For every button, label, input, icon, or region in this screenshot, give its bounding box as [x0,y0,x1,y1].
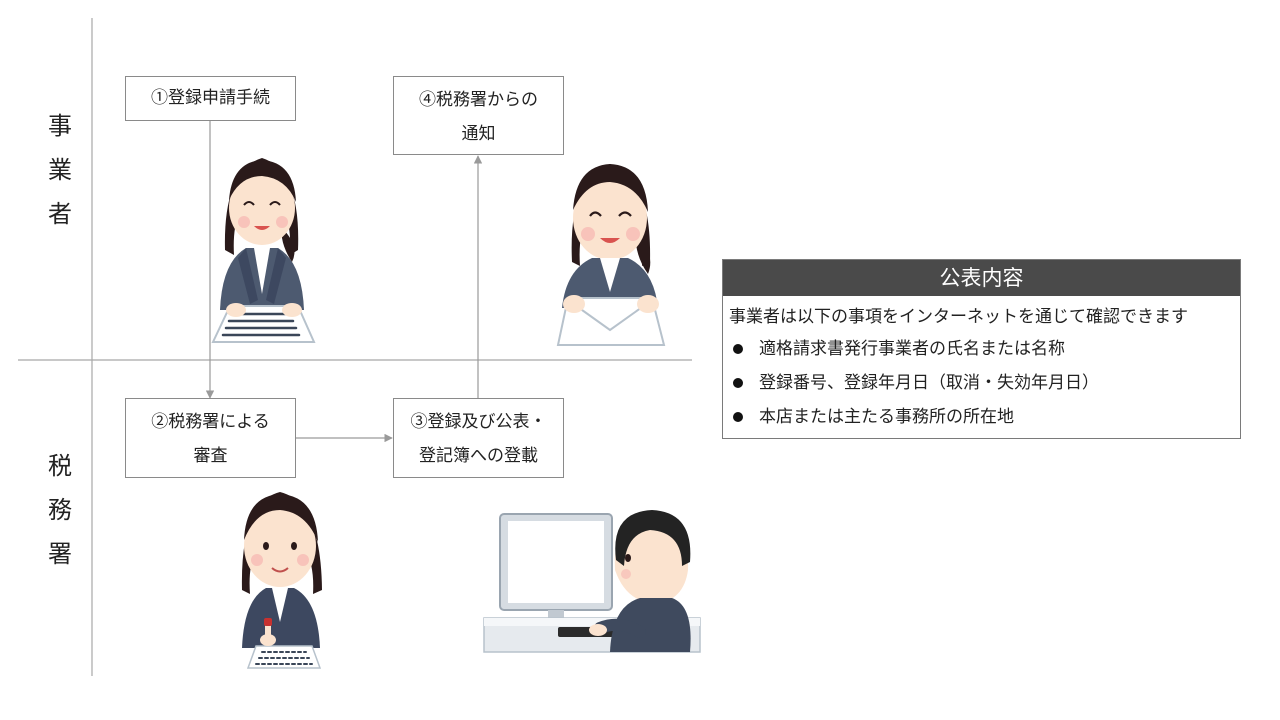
lane-char: 者 [48,200,72,228]
step-3-box: ③登録及び公表・ 登記簿への登載 [393,398,564,478]
disclosure-panel-title: 公表内容 [723,260,1240,296]
man-at-computer-icon [483,510,701,653]
list-item: 登録番号、登録年月日（取消・失効年月日） [729,366,1240,400]
list-item: 適格請求書発行事業者の氏名または名称 [729,332,1240,366]
lane-char: 税 [48,452,72,480]
lane-label-business: 事 業 者 [40,104,80,236]
disclosure-items: 適格請求書発行事業者の氏名または名称 登録番号、登録年月日（取消・失効年月日） … [729,332,1240,434]
step-2-line-1: ②税務署による [151,412,270,432]
lane-char: 署 [48,540,72,568]
bullet-icon [733,344,743,354]
step-3-line-1: ③登録及び公表・ [410,412,547,432]
step-4-line-2: 通知 [461,124,496,144]
woman-holding-envelope-icon [556,164,666,346]
list-item-text: 登録番号、登録年月日（取消・失効年月日） [759,373,1099,393]
step-1-box: ①登録申請手続 [125,76,296,121]
bullet-icon [733,378,743,388]
step-2-line-2: 審査 [193,446,228,466]
list-item-text: 適格請求書発行事業者の氏名または名称 [759,339,1065,359]
step-3-line-2: 登記簿への登載 [419,446,538,466]
woman-stamping-document-icon [241,492,322,669]
step-4-box: ④税務署からの 通知 [393,76,564,155]
lane-label-tax-office: 税 務 署 [40,444,80,576]
step-2-box: ②税務署による 審査 [125,398,296,478]
bullet-icon [733,412,743,422]
lane-char: 事 [48,112,72,140]
list-item: 本店または主たる事務所の所在地 [729,400,1240,434]
lane-char: 務 [48,496,72,524]
disclosure-intro: 事業者は以下の事項をインターネットを通じて確認できます [729,307,1188,327]
disclosure-panel: 公表内容 事業者は以下の事項をインターネットを通じて確認できます 適格請求書発行… [722,259,1241,439]
step-1-label: ①登録申請手続 [151,88,270,108]
woman-filling-form-icon [211,158,316,343]
disclosure-panel-body: 事業者は以下の事項をインターネットを通じて確認できます 適格請求書発行事業者の氏… [723,296,1240,434]
lane-char: 業 [48,156,72,184]
list-item-text: 本店または主たる事務所の所在地 [759,407,1014,427]
step-4-line-1: ④税務署からの [419,90,538,110]
